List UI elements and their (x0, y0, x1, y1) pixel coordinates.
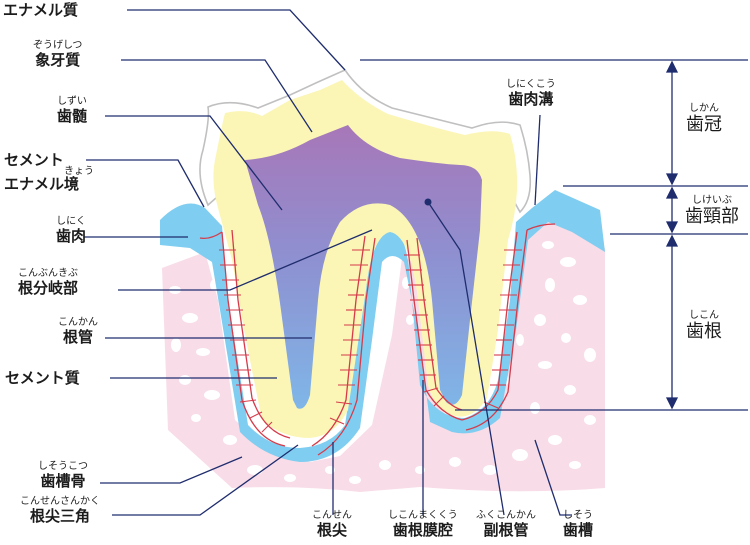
label-alveolus: しそう 歯槽 (563, 510, 594, 539)
label-accessory-canal: ふくこんかん 副根管 (476, 510, 536, 539)
leader-lines (84, 9, 748, 516)
label-crown: しかん 歯冠 (686, 103, 722, 135)
gingiva-and-pdl-band (160, 190, 605, 462)
label-root: しこん 歯根 (686, 310, 722, 342)
label-alveolar-bone: しそうこつ 歯槽骨 (38, 461, 88, 490)
label-gingival-sulcus: しにくこう 歯肉溝 (506, 79, 556, 108)
label-pdl-space: しこんまくくう 歯根膜腔 (388, 510, 458, 539)
periodontal-ligament-fibers (199, 223, 556, 456)
label-enamel: エナメル質 (3, 1, 79, 19)
label-gingiva: しにく 歯肉 (56, 216, 87, 245)
alveolar-bone-shape (162, 215, 605, 492)
label-apical-delta: こんせんさんかく 根尖三角 (20, 496, 100, 525)
label-apex: こんせん 根尖 (312, 510, 352, 539)
label-pulp: しずい 歯髄 (57, 96, 88, 125)
label-furcation: こんぶんきぶ 根分岐部 (18, 268, 79, 297)
pdl-cross-fibers (219, 249, 522, 433)
dimension-arrows (665, 60, 679, 410)
label-neck: しけいぶ 歯頸部 (685, 195, 739, 227)
label-dentin: ぞうげしつ 象牙質 (33, 40, 83, 69)
label-cementum: セメント質 (5, 369, 80, 387)
label-cemento-enamel-junction: セメント きょう エナメル境 (4, 151, 94, 193)
label-root-canal: こんかん 根管 (58, 317, 98, 346)
